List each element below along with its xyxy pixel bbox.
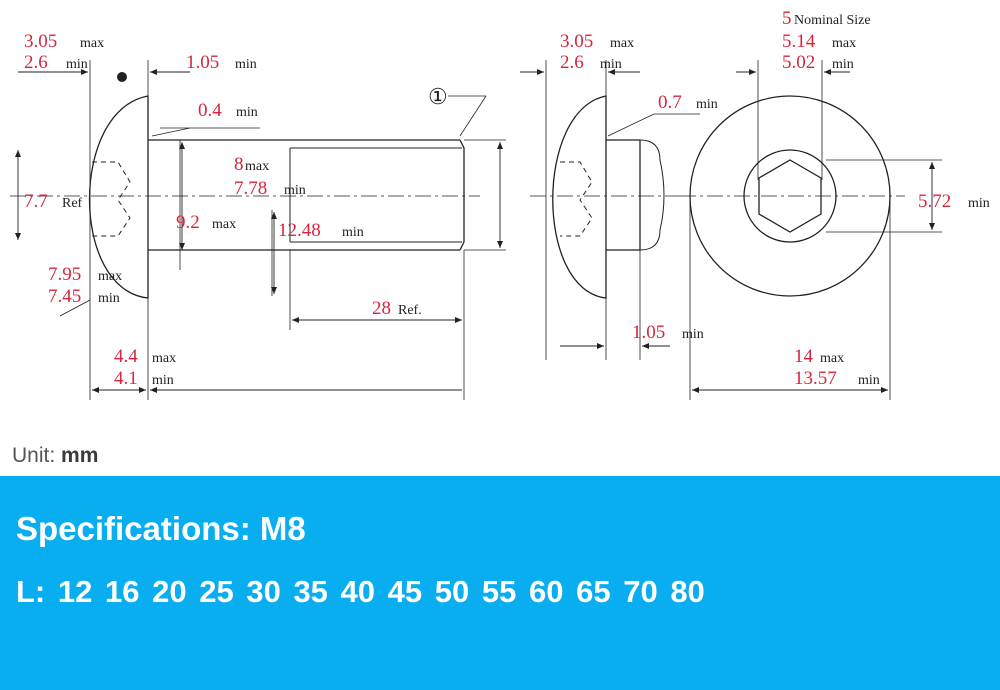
length-value: 50 [434, 574, 470, 609]
unit-value: mm [61, 444, 99, 467]
word-max: max [80, 36, 104, 51]
word-min: min [600, 57, 622, 72]
word-max: max [820, 351, 844, 366]
dim-undercut-min: 0.4 [198, 100, 222, 121]
word-min: min [66, 57, 88, 72]
dim-end-head-width-min: 2.6 [560, 52, 584, 73]
dim-hex-min: 5.02 [782, 52, 815, 73]
word-min: min [98, 291, 120, 306]
top-view [680, 60, 942, 400]
nominal-size-label: Nominal Size [794, 13, 871, 28]
word-max: max [98, 269, 122, 284]
dim-hex-max: 5.14 [782, 31, 816, 52]
dim-head-ref: 7.7 [24, 191, 48, 212]
length-value: 80 [670, 574, 705, 609]
callout-number: ① [428, 84, 448, 109]
length-value: 55 [481, 574, 517, 609]
length-value: 12 [57, 574, 93, 609]
word-min: min [236, 105, 258, 120]
unit-label: Unit: [12, 444, 56, 467]
word-min: min [342, 225, 364, 240]
lengths-line: L: 12 16 20 25 30 35 40 45 50 55 60 65 7… [16, 574, 709, 610]
word-max: max [152, 351, 176, 366]
length-value: 40 [340, 574, 376, 609]
dim-end-gap-min: 1.05 [632, 322, 665, 343]
specifications-line: Specifications: M8 [16, 510, 306, 548]
dim-end-fillet-min: 0.7 [658, 92, 682, 113]
dim-head-width-min: 2.6 [24, 52, 48, 73]
length-value: 65 [576, 574, 611, 609]
dim-thread-dia-min: 7.78 [234, 178, 267, 199]
dim-head-dia-max: 7.95 [48, 264, 81, 285]
side-head-outline [89, 95, 149, 299]
dim-end-head-width-max: 3.05 [560, 31, 593, 52]
dim-thread-dia-max: 8 [234, 154, 244, 175]
length-value: 45 [387, 574, 423, 609]
dim-socket-depth-min: 5.72 [918, 191, 951, 212]
dim-total-min: 4.1 [114, 368, 138, 389]
side-view [10, 60, 506, 400]
length-value: 60 [528, 574, 564, 609]
dim-head-width-max: 3.05 [24, 31, 57, 52]
word-max: max [832, 36, 856, 51]
dim-head-dia-min: 7.45 [48, 286, 81, 307]
word-min: min [152, 373, 174, 388]
datum-dot [117, 72, 127, 82]
length-value: 25 [199, 574, 234, 609]
word-min: min [696, 97, 718, 112]
word-min: min [284, 183, 306, 198]
word-min: min [968, 196, 990, 211]
end-view [520, 60, 700, 360]
word-min: min [682, 327, 704, 342]
length-value: 30 [246, 574, 281, 609]
dim-underhead-max: 9.2 [176, 212, 200, 233]
length-value: 16 [105, 574, 140, 609]
nominal-size-value: 5 [782, 8, 792, 29]
spec-banner: Specifications: M8 L: 12 16 20 25 30 35 … [0, 476, 1000, 690]
specifications-label: Specifications: [16, 510, 251, 547]
word-min: min [858, 373, 880, 388]
dim-top-head-dia-min: 13.57 [794, 368, 837, 389]
specifications-value: M8 [259, 510, 306, 547]
dim-top-head-dia-max: 14 [794, 346, 814, 367]
lengths-label: L: [16, 574, 46, 609]
bolt-technical-drawing: 3.05 max 2.6 min 1.05 min 0.4 min 8 max … [10, 8, 990, 400]
dim-total-max: 4.4 [114, 346, 138, 367]
word-min: min [832, 57, 854, 72]
length-value: 70 [623, 574, 658, 609]
length-value: 20 [152, 574, 187, 609]
word-ref: Ref. [398, 303, 422, 318]
word-max: max [212, 217, 236, 232]
dim-length-ref: 28 [372, 298, 391, 319]
word-max: max [610, 36, 634, 51]
dim-fillet-min: 1.05 [186, 52, 219, 73]
word-ref: Ref [62, 196, 83, 211]
dim-thread-min-length: 12.48 [278, 220, 321, 241]
length-value: 35 [293, 574, 328, 609]
word-max: max [245, 159, 269, 174]
word-min: min [235, 57, 257, 72]
unit-note: Unit: mm [12, 444, 98, 468]
